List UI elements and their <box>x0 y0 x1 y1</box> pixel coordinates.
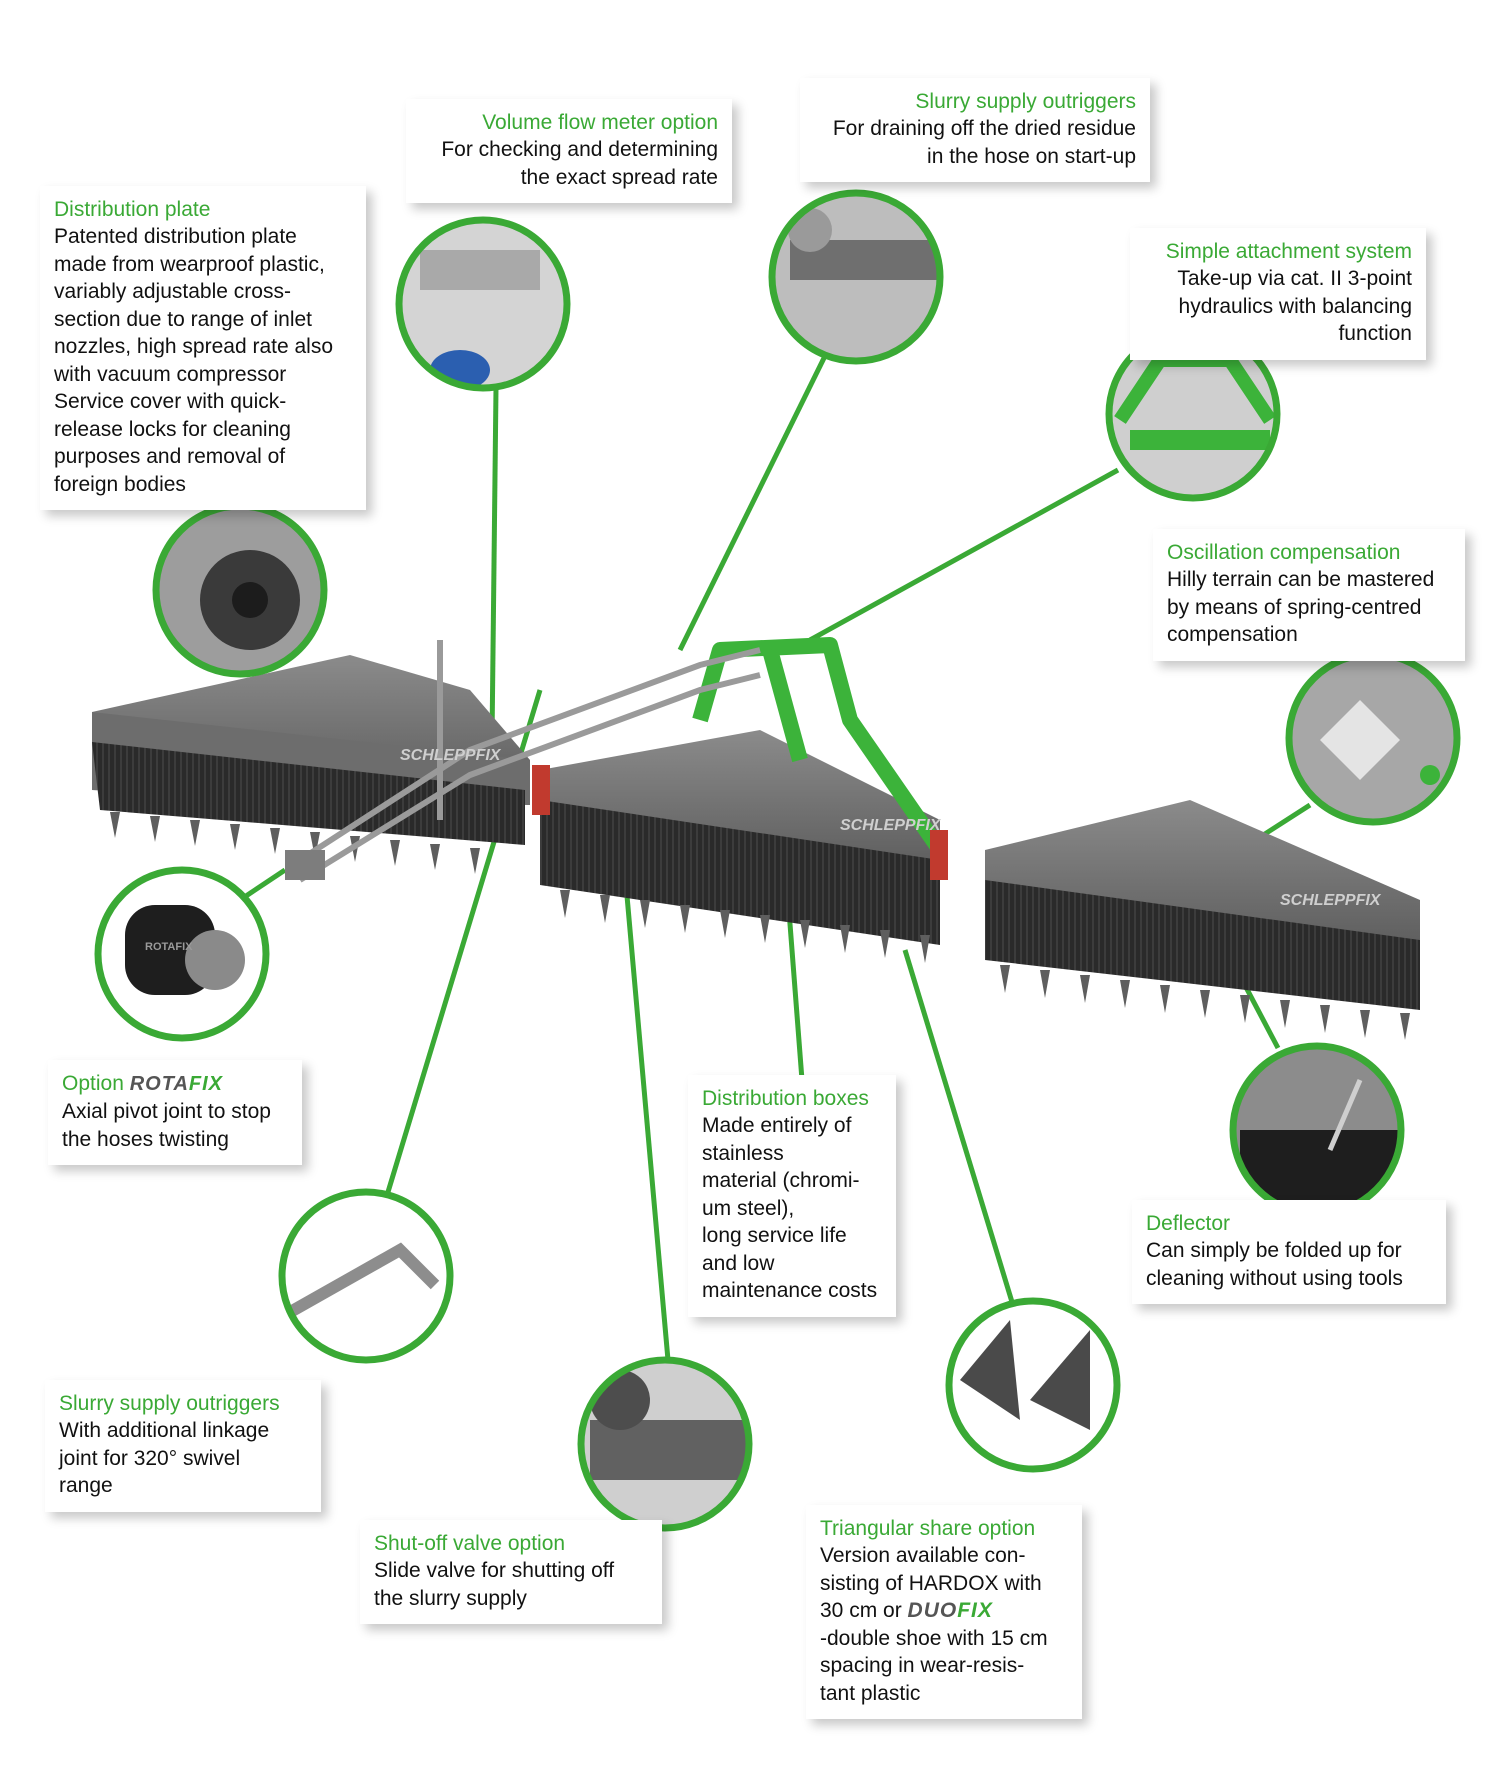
rotafix-logo: ROTAFIX <box>129 1073 224 1095</box>
callout-body: Hilly terrain can be mastered by means o… <box>1167 568 1435 646</box>
truss-arm <box>298 640 761 883</box>
detail-distribution-plate <box>152 502 328 678</box>
middle-boom-front <box>540 800 940 945</box>
callout-distribution-plate: Distribution plate Patented distribution… <box>40 186 366 510</box>
detail-shut-off-valve <box>577 1356 753 1532</box>
callout-body: Axial pivot joint to stop the hoses twis… <box>62 1100 271 1151</box>
detail-rotafix: ROTAFIX <box>94 866 270 1042</box>
detail-circles: ROTAFIX <box>94 189 1461 1532</box>
callout-slurry-outriggers-top: Slurry supply outriggers For draining of… <box>800 78 1150 182</box>
callout-title: Slurry supply outriggers <box>915 90 1136 113</box>
callout-title: Triangular share option <box>820 1517 1036 1540</box>
callout-option-rotafix: Option ROTAFIX Axial pivot joint to stop… <box>48 1060 302 1165</box>
callout-shut-off-valve: Shut-off valve option Slide valve for sh… <box>360 1520 662 1624</box>
detail-oscillation <box>1285 650 1461 826</box>
callout-body: Patented distribution plate made from we… <box>54 225 333 496</box>
callout-body: Slide valve for shutting off the slurry … <box>374 1559 615 1610</box>
detail-outrigger-top <box>768 189 944 365</box>
rotafix-joint <box>285 850 325 880</box>
callout-distribution-boxes: Distribution boxes Made entirely of stai… <box>688 1075 896 1317</box>
boom-lettering-left: SCHLEPPFIX <box>400 747 502 764</box>
callout-body: For checking and determining the exact s… <box>441 138 718 189</box>
leader-triangular-share <box>902 949 1015 1303</box>
callout-title: Oscillation compensation <box>1167 541 1401 564</box>
callout-title: Shut-off valve option <box>374 1532 566 1555</box>
left-boom-front <box>92 742 525 845</box>
callout-title: Volume flow meter option <box>482 111 718 134</box>
callout-title: Simple attachment system <box>1165 240 1412 263</box>
leader-rotafix <box>238 867 287 903</box>
duofix-logo: DUOFIX <box>907 1599 993 1622</box>
callout-title: Deflector <box>1146 1212 1231 1235</box>
callout-deflector: Deflector Can simply be folded up for cl… <box>1132 1200 1446 1304</box>
boom-lettering-middle: SCHLEPPFIX <box>840 817 942 834</box>
detail-volume-flow-meter <box>395 216 571 392</box>
boom-lettering-right: SCHLEPPFIX <box>1280 892 1382 909</box>
tines <box>110 812 1410 1040</box>
right-boom-front <box>985 880 1420 1010</box>
callout-title: Distribution boxes <box>702 1087 869 1110</box>
callout-body: For draining off the dried residue in th… <box>832 117 1136 168</box>
leader-outrigger-top <box>677 354 828 652</box>
callout-body: Made entirely of stainless material (chr… <box>702 1114 878 1302</box>
callout-triangular-share: Triangular share option Version availabl… <box>806 1505 1082 1719</box>
callout-body: Version available con- sisting of HARDOX… <box>820 1544 1048 1705</box>
leader-attachment <box>808 467 1120 643</box>
tail-light-right <box>930 830 948 880</box>
callout-slurry-outriggers-bottom: Slurry supply outriggers With additional… <box>45 1380 321 1512</box>
callout-simple-attachment: Simple attachment system Take-up via cat… <box>1130 228 1426 360</box>
callout-title: Slurry supply outriggers <box>59 1392 280 1415</box>
callout-oscillation-compensation: Oscillation compensation Hilly terrain c… <box>1153 529 1465 661</box>
spreader-machine: SCHLEPPFIX SCHLEPPFIX SCHLEPPFIX <box>92 637 1420 1040</box>
callout-title-option: Option <box>62 1072 124 1095</box>
rotafix-lettering: ROTAFIX <box>145 941 193 953</box>
detail-outrigger-bottom <box>278 1188 454 1364</box>
detail-triangular-share <box>945 1297 1121 1473</box>
callout-body: With additional linkage joint for 320° s… <box>59 1419 270 1497</box>
callout-volume-flow-meter: Volume flow meter option For checking an… <box>406 99 732 203</box>
callout-body: Take-up via cat. II 3-point hydraulics w… <box>1177 267 1412 345</box>
callout-title: Distribution plate <box>54 198 211 221</box>
tail-light-left <box>532 765 550 815</box>
callout-body: Can simply be folded up for cleaning wit… <box>1146 1239 1403 1290</box>
callout-title: Option ROTAFIX <box>62 1070 288 1098</box>
leader-volume-flow <box>489 387 499 741</box>
detail-deflector <box>1229 1042 1405 1218</box>
green-frame <box>692 637 947 855</box>
